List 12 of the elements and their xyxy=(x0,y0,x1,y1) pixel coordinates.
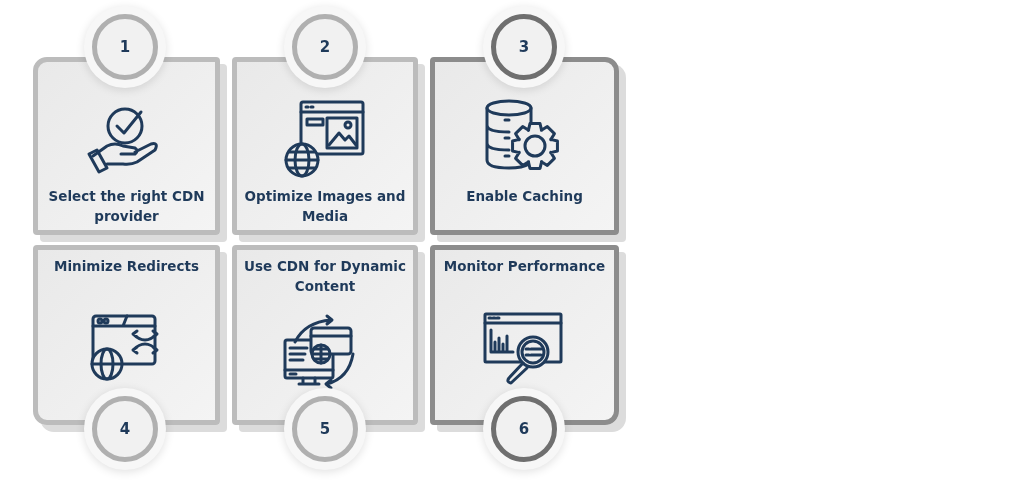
step-title: Monitor Performance xyxy=(442,257,607,276)
step-number: 4 xyxy=(119,420,131,438)
step-title: Minimize Redirects xyxy=(53,257,200,276)
step-number: 6 xyxy=(518,420,530,438)
step-number: 1 xyxy=(119,38,131,56)
step-title: Select the right CDN provider xyxy=(47,187,206,226)
step-number: 2 xyxy=(319,38,331,56)
step-title: Optimize Images and Media xyxy=(243,187,407,226)
step-title: Enable Caching xyxy=(465,187,584,206)
step-number: 3 xyxy=(518,38,530,56)
step-number: 5 xyxy=(319,420,331,438)
step-title: Use CDN for Dynamic Content xyxy=(243,257,407,296)
